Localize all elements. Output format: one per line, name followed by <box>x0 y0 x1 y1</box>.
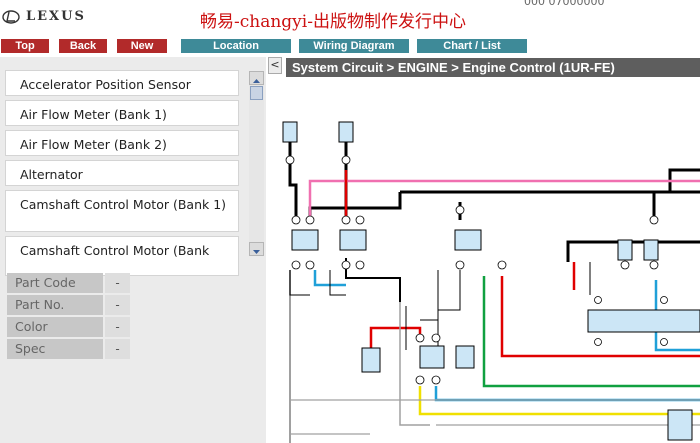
part-number-text: 000 07000000 <box>524 0 605 8</box>
property-row: Part No. - <box>7 295 130 317</box>
lexus-emblem-icon <box>2 10 20 24</box>
nav-bar: Top Back New Location Wiring Diagram Cha… <box>0 38 700 54</box>
new-button[interactable]: New <box>117 39 167 53</box>
wiring-diagram-canvas[interactable] <box>270 80 700 443</box>
wiring-diagram-button[interactable]: Wiring Diagram <box>299 39 409 53</box>
list-scrollbar[interactable] <box>249 71 264 256</box>
list-item[interactable]: Camshaft Control Motor (Bank <box>5 236 239 276</box>
property-value: - <box>105 317 130 337</box>
header: LEXUS 畅易-changyi-出版物制作发行中心 000 07000000 <box>0 0 700 38</box>
left-panel: Accelerator Position Sensor Air Flow Met… <box>0 57 266 443</box>
breadcrumb: System Circuit > ENGINE > Engine Control… <box>286 58 700 77</box>
list-item[interactable]: Camshaft Control Motor (Bank 1) <box>5 190 239 232</box>
collapse-panel-button[interactable]: < <box>268 57 282 74</box>
property-table: Part Code - Part No. - Color - Spec - <box>7 273 130 361</box>
list-item[interactable]: Accelerator Position Sensor <box>5 70 239 96</box>
list-item[interactable]: Alternator <box>5 160 239 186</box>
wiring-diagram-svg <box>282 121 700 443</box>
scroll-thumb[interactable] <box>250 86 263 100</box>
brand-name: LEXUS <box>26 9 86 24</box>
scroll-down-arrow[interactable] <box>249 242 264 256</box>
top-button[interactable]: Top <box>1 39 49 53</box>
triangle-down-icon <box>253 250 260 254</box>
location-button[interactable]: Location <box>181 39 291 53</box>
property-row: Part Code - <box>7 273 130 295</box>
property-label: Color <box>7 317 103 337</box>
property-value: - <box>105 273 130 293</box>
component-list[interactable]: Accelerator Position Sensor Air Flow Met… <box>5 66 267 312</box>
property-label: Spec <box>7 339 103 359</box>
scroll-up-arrow[interactable] <box>249 71 264 85</box>
watermark-text: 畅易-changyi-出版物制作发行中心 <box>200 12 466 32</box>
property-value: - <box>105 295 130 315</box>
property-row: Color - <box>7 317 130 339</box>
property-label: Part Code <box>7 273 103 293</box>
property-row: Spec - <box>7 339 130 361</box>
back-button[interactable]: Back <box>59 39 107 53</box>
list-item[interactable]: Air Flow Meter (Bank 1) <box>5 100 239 126</box>
property-value: - <box>105 339 130 359</box>
list-item[interactable]: Air Flow Meter (Bank 2) <box>5 130 239 156</box>
lexus-logo[interactable]: LEXUS <box>0 8 100 30</box>
triangle-up-icon <box>253 79 260 83</box>
property-label: Part No. <box>7 295 103 315</box>
chart-list-button[interactable]: Chart / List <box>417 39 527 53</box>
